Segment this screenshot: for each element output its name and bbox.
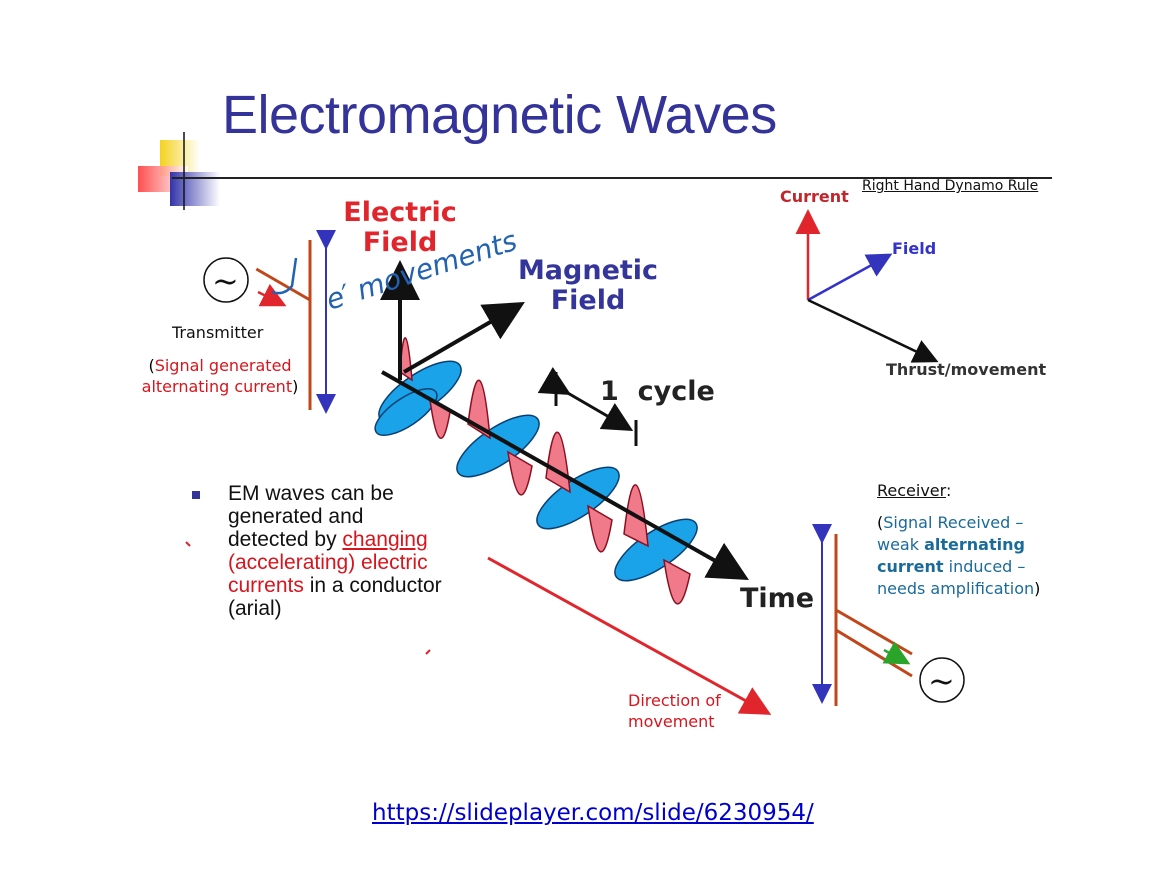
receiver-ac-symbol: ~ <box>928 662 955 700</box>
magnetic-axis-arrow <box>402 301 525 374</box>
receiver-note-2: induced – needs amplification <box>877 557 1035 598</box>
cycle-label: 1 cycle <box>600 376 715 407</box>
electric-field-label: Electric Field <box>343 197 457 258</box>
dynamo-rule-title: Right Hand Dynamo Rule <box>862 178 1039 194</box>
bullet-text-1: EM waves can be generated and detected b… <box>228 482 394 551</box>
receiver-label: Receiver: <box>877 481 952 500</box>
source-link[interactable]: https://slideplayer.com/slide/6230954/ <box>372 800 814 826</box>
bullet-marker <box>192 491 200 499</box>
transmitter-antenna <box>203 230 336 414</box>
stray-mark <box>185 541 191 547</box>
transmitter-note: (Signal generated alternating current) <box>141 356 299 396</box>
transmitter-note-text: Signal generated alternating current <box>141 356 293 396</box>
receiver-note: (Signal Received – weak alternating curr… <box>877 513 1041 598</box>
cycle-arrow <box>537 366 634 432</box>
dynamo-current-label: Current <box>780 187 849 206</box>
transmitter-ac-symbol: ~ <box>212 262 239 300</box>
receiver-label-text: Receiver <box>877 481 946 500</box>
dynamo-field-label: Field <box>892 239 937 258</box>
receiver-antenna <box>812 524 965 706</box>
stray-mark <box>425 649 431 655</box>
dynamo-rule-axes <box>795 209 939 363</box>
dynamo-thrust-label: Thrust/movement <box>886 360 1047 379</box>
direction-label: Direction of movement <box>628 691 721 731</box>
time-axis-arrow <box>381 370 749 580</box>
title-underline <box>172 177 1052 179</box>
receiver-note-1: Signal Received – weak <box>877 513 1024 554</box>
time-label: Time <box>740 583 815 614</box>
transmitter-label: Transmitter <box>172 323 264 342</box>
bullet-text-red: (accelerating) electric currents <box>228 551 428 597</box>
bullet-text-underlined: changing <box>342 528 428 551</box>
bullet-text-2: in a conductor (arial) <box>228 574 442 620</box>
slide-title: Electromagnetic Waves <box>222 85 777 145</box>
receiver-note-bold: alternating current <box>877 535 1025 576</box>
direction-arrow <box>487 556 772 715</box>
magnetic-field-label: Magnetic Field <box>517 255 659 316</box>
bullet-text: EM waves can be generated and detected b… <box>228 482 448 620</box>
